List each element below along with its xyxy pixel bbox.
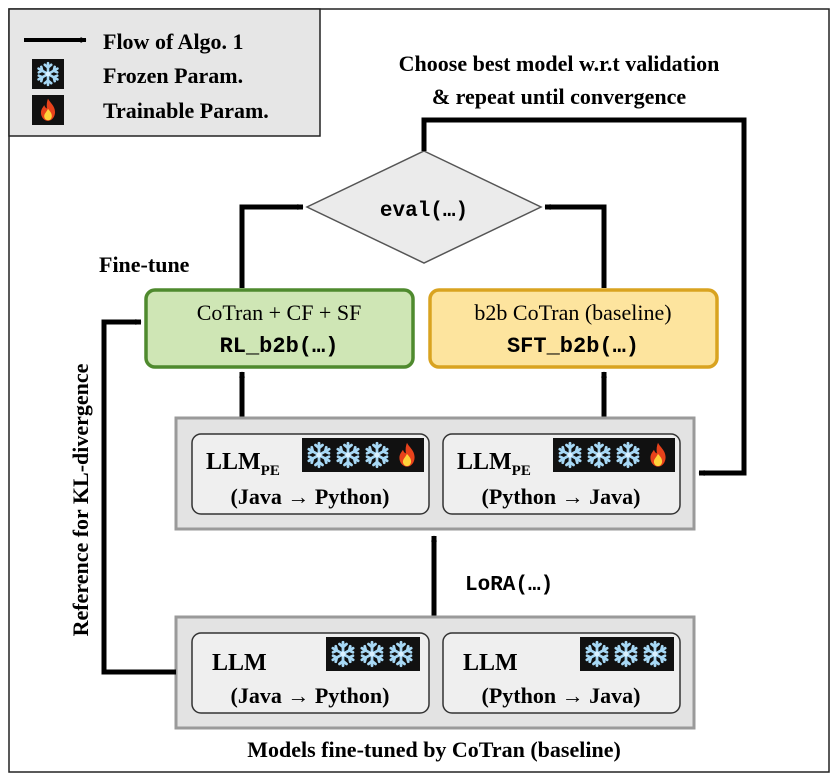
pe-model-java-python: LLMPE (Java → Python) (191, 433, 430, 515)
sft-to-eval-arrow (544, 204, 607, 288)
rl-box-line2: RL_b2b(…) (220, 334, 339, 359)
rl-box-line1: CoTran + CF + SF (197, 300, 362, 325)
pe-model-direction: (Java → Python) (231, 484, 390, 509)
kl-label: Reference for KL-divergence (68, 363, 93, 636)
base-model-direction: (Java → Python) (231, 683, 390, 708)
legend-flow-label: Flow of Algo. 1 (103, 29, 244, 54)
loop-arrow (421, 117, 747, 476)
bottom-caption: Models fine-tuned by CoTran (baseline) (247, 737, 621, 762)
rl-to-eval-arrow (239, 204, 304, 288)
finetune-label: Fine-tune (99, 252, 190, 277)
rl-box (144, 288, 415, 369)
sft-box (428, 288, 719, 369)
base-model-direction: (Python → Java) (482, 683, 641, 708)
pe-model-name: LLMPE (457, 449, 531, 479)
sft-box-line1: b2b CoTran (baseline) (474, 300, 671, 325)
base-model-python-java: LLM (Python → Java) (442, 632, 681, 714)
legend-frozen-label: Frozen Param. (103, 63, 243, 88)
base-model-name: LLM (463, 650, 518, 676)
eval-label: eval(…) (380, 200, 468, 223)
outer-frame (8, 8, 830, 773)
pe-model-python-java: LLMPE (Python → Java) (442, 433, 681, 515)
base-model-name: LLM (212, 650, 267, 676)
lora-label: LoRA(…) (465, 574, 553, 597)
legend: Flow of Algo. 1 Frozen Param. Trainable … (8, 8, 321, 137)
legend-trainable-label: Trainable Param. (103, 98, 269, 123)
base-model-java-python: LLM (Java → Python) (191, 632, 430, 714)
loop-caption-line1: Choose best model w.r.t validation (399, 51, 720, 76)
pe-model-name: LLMPE (206, 449, 280, 479)
eval-diamond (305, 150, 543, 264)
pe-model-direction: (Python → Java) (482, 484, 641, 509)
loop-caption-line2: & repeat until convergence (432, 84, 687, 109)
sft-box-line2: SFT_b2b(…) (507, 334, 639, 359)
kl-reference-arrow (101, 319, 176, 675)
